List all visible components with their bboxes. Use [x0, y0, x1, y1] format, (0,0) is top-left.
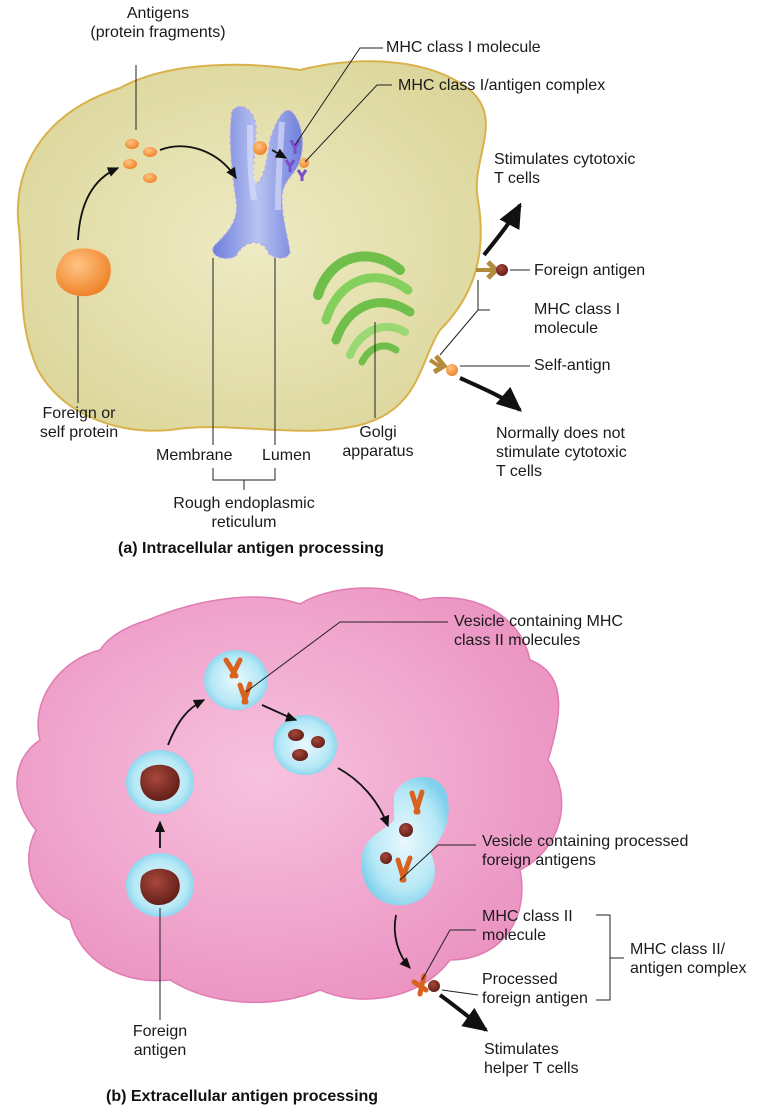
label-mhc1-surface: MHC class I molecule: [534, 300, 620, 338]
label-foreign-antigen-b: Foreign antigen: [110, 1022, 210, 1060]
label-stimulates-cytotoxic-line2: T cells: [494, 170, 540, 187]
foreign-antigen-b2: [140, 868, 180, 906]
arrow-stimulates-cytotoxic: [482, 202, 522, 257]
vesicle-mhc2: [204, 650, 268, 710]
label-vesicle-mhc2-line1: Vesicle containing MHC: [454, 613, 623, 630]
surface-mhc1-self: [428, 354, 458, 376]
label-golgi-line2: apparatus: [342, 443, 414, 460]
label-foreign-antigen-b-line1: Foreign: [132, 1023, 188, 1040]
label-foreign-antigen-b-line2: antigen: [133, 1042, 187, 1059]
arrow-fragments-to-er: [159, 145, 237, 180]
arrow-protein-to-fragments: [77, 167, 120, 241]
processed-antigen-fusion: [399, 823, 413, 837]
label-vesicle-processed-line1: Vesicle containing processed: [482, 833, 689, 850]
mhc2-in-vesicle: [223, 657, 253, 705]
label-stimulates-helper-line1: Stimulates: [484, 1041, 559, 1058]
label-vesicle-processed: Vesicle containing processed foreign ant…: [482, 832, 688, 870]
label-mhc1-surface-line2: molecule: [534, 320, 599, 337]
label-mhc1-molecule: MHC class I molecule: [386, 39, 541, 56]
label-vesicle-mhc2: Vesicle containing MHC class II molecule…: [454, 612, 623, 650]
foreign-protein: [55, 248, 111, 297]
label-foreign-or-self-protein: Foreign or self protein: [24, 404, 134, 442]
label-vesicle-mhc2-line2: class II molecules: [454, 632, 581, 649]
label-normally-line2: stimulate cytotoxic: [496, 444, 627, 461]
label-normally-line3: T cells: [496, 463, 542, 480]
label-foreign-self-line1: Foreign or: [42, 405, 116, 422]
label-antigens: Antigens (protein fragments): [88, 4, 228, 42]
label-processed-antigen: Processed foreign antigen: [482, 970, 588, 1008]
arrows-b: [154, 699, 411, 969]
label-mhc2-complex-line1: MHC class II/: [630, 941, 726, 958]
mhc1-in-er: [284, 139, 308, 181]
label-processed-line1: Processed: [482, 971, 558, 988]
label-mhc1-antigen-complex: MHC class I/antigen complex: [398, 77, 606, 94]
cell-a-body: [16, 60, 487, 432]
cell-b-body: [16, 587, 563, 1004]
antigen-fragments: [123, 139, 157, 183]
foreign-antigen-b1: [140, 764, 180, 802]
label-mhc2-complex-line2: antigen complex: [630, 960, 747, 977]
label-vesicle-processed-line2: foreign antigens: [482, 852, 596, 869]
label-mhc2-complex: MHC class II/ antigen complex: [630, 940, 747, 978]
label-membrane: Membrane: [156, 447, 233, 464]
antigen-in-er: [253, 141, 267, 155]
label-rer-line2: reticulum: [211, 514, 277, 531]
surface-mhc1-foreign: [476, 260, 508, 280]
label-mhc2-molecule-line2: molecule: [482, 927, 547, 944]
vesicle-fusion: [361, 776, 449, 906]
label-foreign-self-line2: self protein: [39, 424, 119, 441]
label-mhc2-molecule-line1: MHC class II: [482, 908, 573, 925]
label-antigens-line2: (protein fragments): [90, 24, 226, 41]
caption-panel-a: (a) Intracellular antigen processing: [118, 540, 384, 557]
label-stimulates-helper: Stimulates helper T cells: [484, 1040, 579, 1078]
label-stimulates-cytotoxic-line1: Stimulates cytotoxic: [494, 151, 636, 168]
label-mhc2-molecule: MHC class II molecule: [482, 907, 573, 945]
label-stimulates-cytotoxic: Stimulates cytotoxic T cells: [494, 150, 635, 188]
label-golgi-line1: Golgi: [359, 424, 397, 441]
processed-antigen-fusion-2: [380, 852, 392, 864]
leaders-b: [159, 621, 624, 1020]
label-rer-line1: Rough endoplasmic: [173, 495, 315, 512]
label-lumen: Lumen: [262, 447, 311, 464]
label-mhc1-surface-line1: MHC class I: [534, 301, 621, 318]
arrow-stimulates-helper: [438, 993, 489, 1032]
antigen-fragments-b: [288, 729, 325, 761]
caption-panel-b: (b) Extracellular antigen processing: [106, 1088, 379, 1105]
label-stimulates-helper-line2: helper T cells: [484, 1060, 579, 1077]
leaders-a: [77, 47, 530, 490]
golgi-apparatus: [313, 251, 415, 366]
rough-er: [212, 105, 304, 260]
vesicle-fragments: [273, 715, 337, 775]
surface-mhc2-complex: [411, 973, 440, 997]
label-normally-does-not: Normally does not stimulate cytotoxic T …: [496, 424, 627, 481]
arrow-normally-does-not: [459, 376, 523, 412]
label-foreign-antigen: Foreign antigen: [534, 262, 646, 279]
label-golgi: Golgi apparatus: [330, 423, 426, 461]
label-antigens-line1: Antigens: [126, 5, 190, 22]
label-processed-line2: foreign antigen: [482, 990, 588, 1007]
arrow-in-er: [271, 148, 288, 159]
label-self-antigen: Self-antign: [534, 357, 611, 374]
label-normally-line1: Normally does not: [496, 425, 625, 442]
label-rough-er: Rough endoplasmic reticulum: [152, 494, 336, 532]
